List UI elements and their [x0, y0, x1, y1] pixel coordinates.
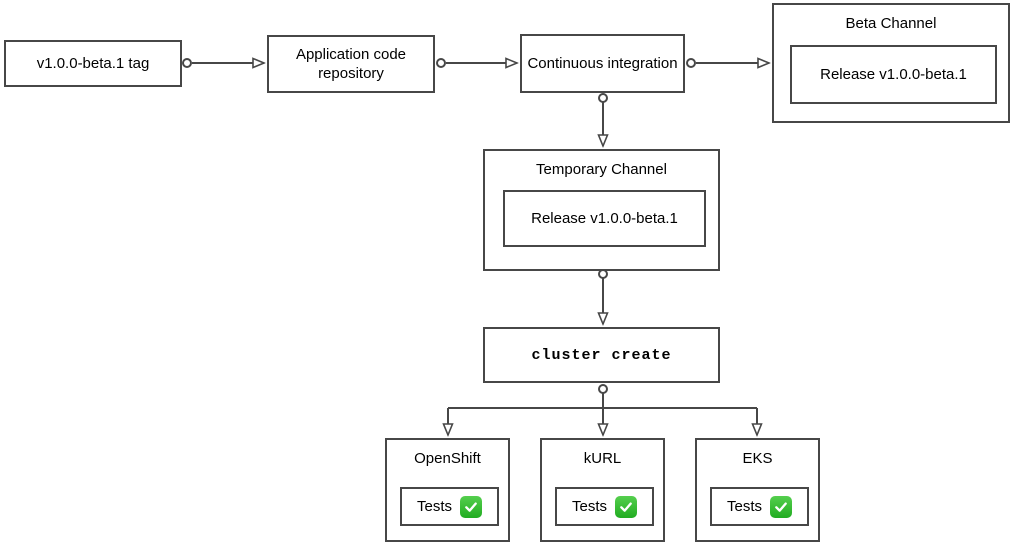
- edge-source-dot: [436, 58, 446, 68]
- container-openshift: OpenShift Tests: [385, 438, 510, 542]
- edge-source-dot: [182, 58, 192, 68]
- node-version-tag: v1.0.0-beta.1 tag: [4, 40, 182, 87]
- eks-title: EKS: [742, 450, 773, 467]
- check-mark-button-icon: [615, 495, 637, 518]
- check-mark-button-icon: [770, 495, 792, 518]
- container-beta-channel: Beta Channel Release v1.0.0-beta.1: [772, 3, 1010, 123]
- node-kurl-tests: Tests: [555, 487, 654, 526]
- node-cluster-create: cluster create: [483, 327, 720, 383]
- check-mark-button-icon: [460, 495, 482, 518]
- node-eks-tests: Tests: [710, 487, 809, 526]
- edge-source-dot: [598, 93, 608, 103]
- node-temporary-release: Release v1.0.0-beta.1: [503, 190, 706, 247]
- edge-source-dot: [598, 384, 608, 394]
- container-kurl: kURL Tests: [540, 438, 665, 542]
- beta-channel-title: Beta Channel: [845, 15, 937, 32]
- temporary-channel-title: Temporary Channel: [536, 161, 667, 178]
- node-beta-release: Release v1.0.0-beta.1: [790, 45, 997, 104]
- node-application-code-repository: Application code repository: [267, 35, 435, 93]
- temporary-release-label: Release v1.0.0-beta.1: [531, 210, 678, 227]
- edge-source-dot: [686, 58, 696, 68]
- container-temporary-channel: Temporary Channel Release v1.0.0-beta.1: [483, 149, 720, 271]
- node-version-tag-label: v1.0.0-beta.1 tag: [36, 55, 150, 72]
- node-continuous-integration: Continuous integration: [520, 34, 685, 93]
- node-application-code-repository-label: Application code repository: [295, 46, 407, 82]
- edge-source-dot: [598, 269, 608, 279]
- cluster-create-label: cluster create: [531, 346, 672, 364]
- node-continuous-integration-label: Continuous integration: [527, 55, 678, 72]
- node-openshift-tests: Tests: [400, 487, 499, 526]
- openshift-tests-label: Tests: [416, 498, 452, 515]
- kurl-tests-label: Tests: [571, 498, 607, 515]
- eks-tests-label: Tests: [726, 498, 762, 515]
- openshift-title: OpenShift: [414, 450, 481, 467]
- beta-release-label: Release v1.0.0-beta.1: [820, 66, 967, 83]
- kurl-title: kURL: [583, 450, 622, 467]
- container-eks: EKS Tests: [695, 438, 820, 542]
